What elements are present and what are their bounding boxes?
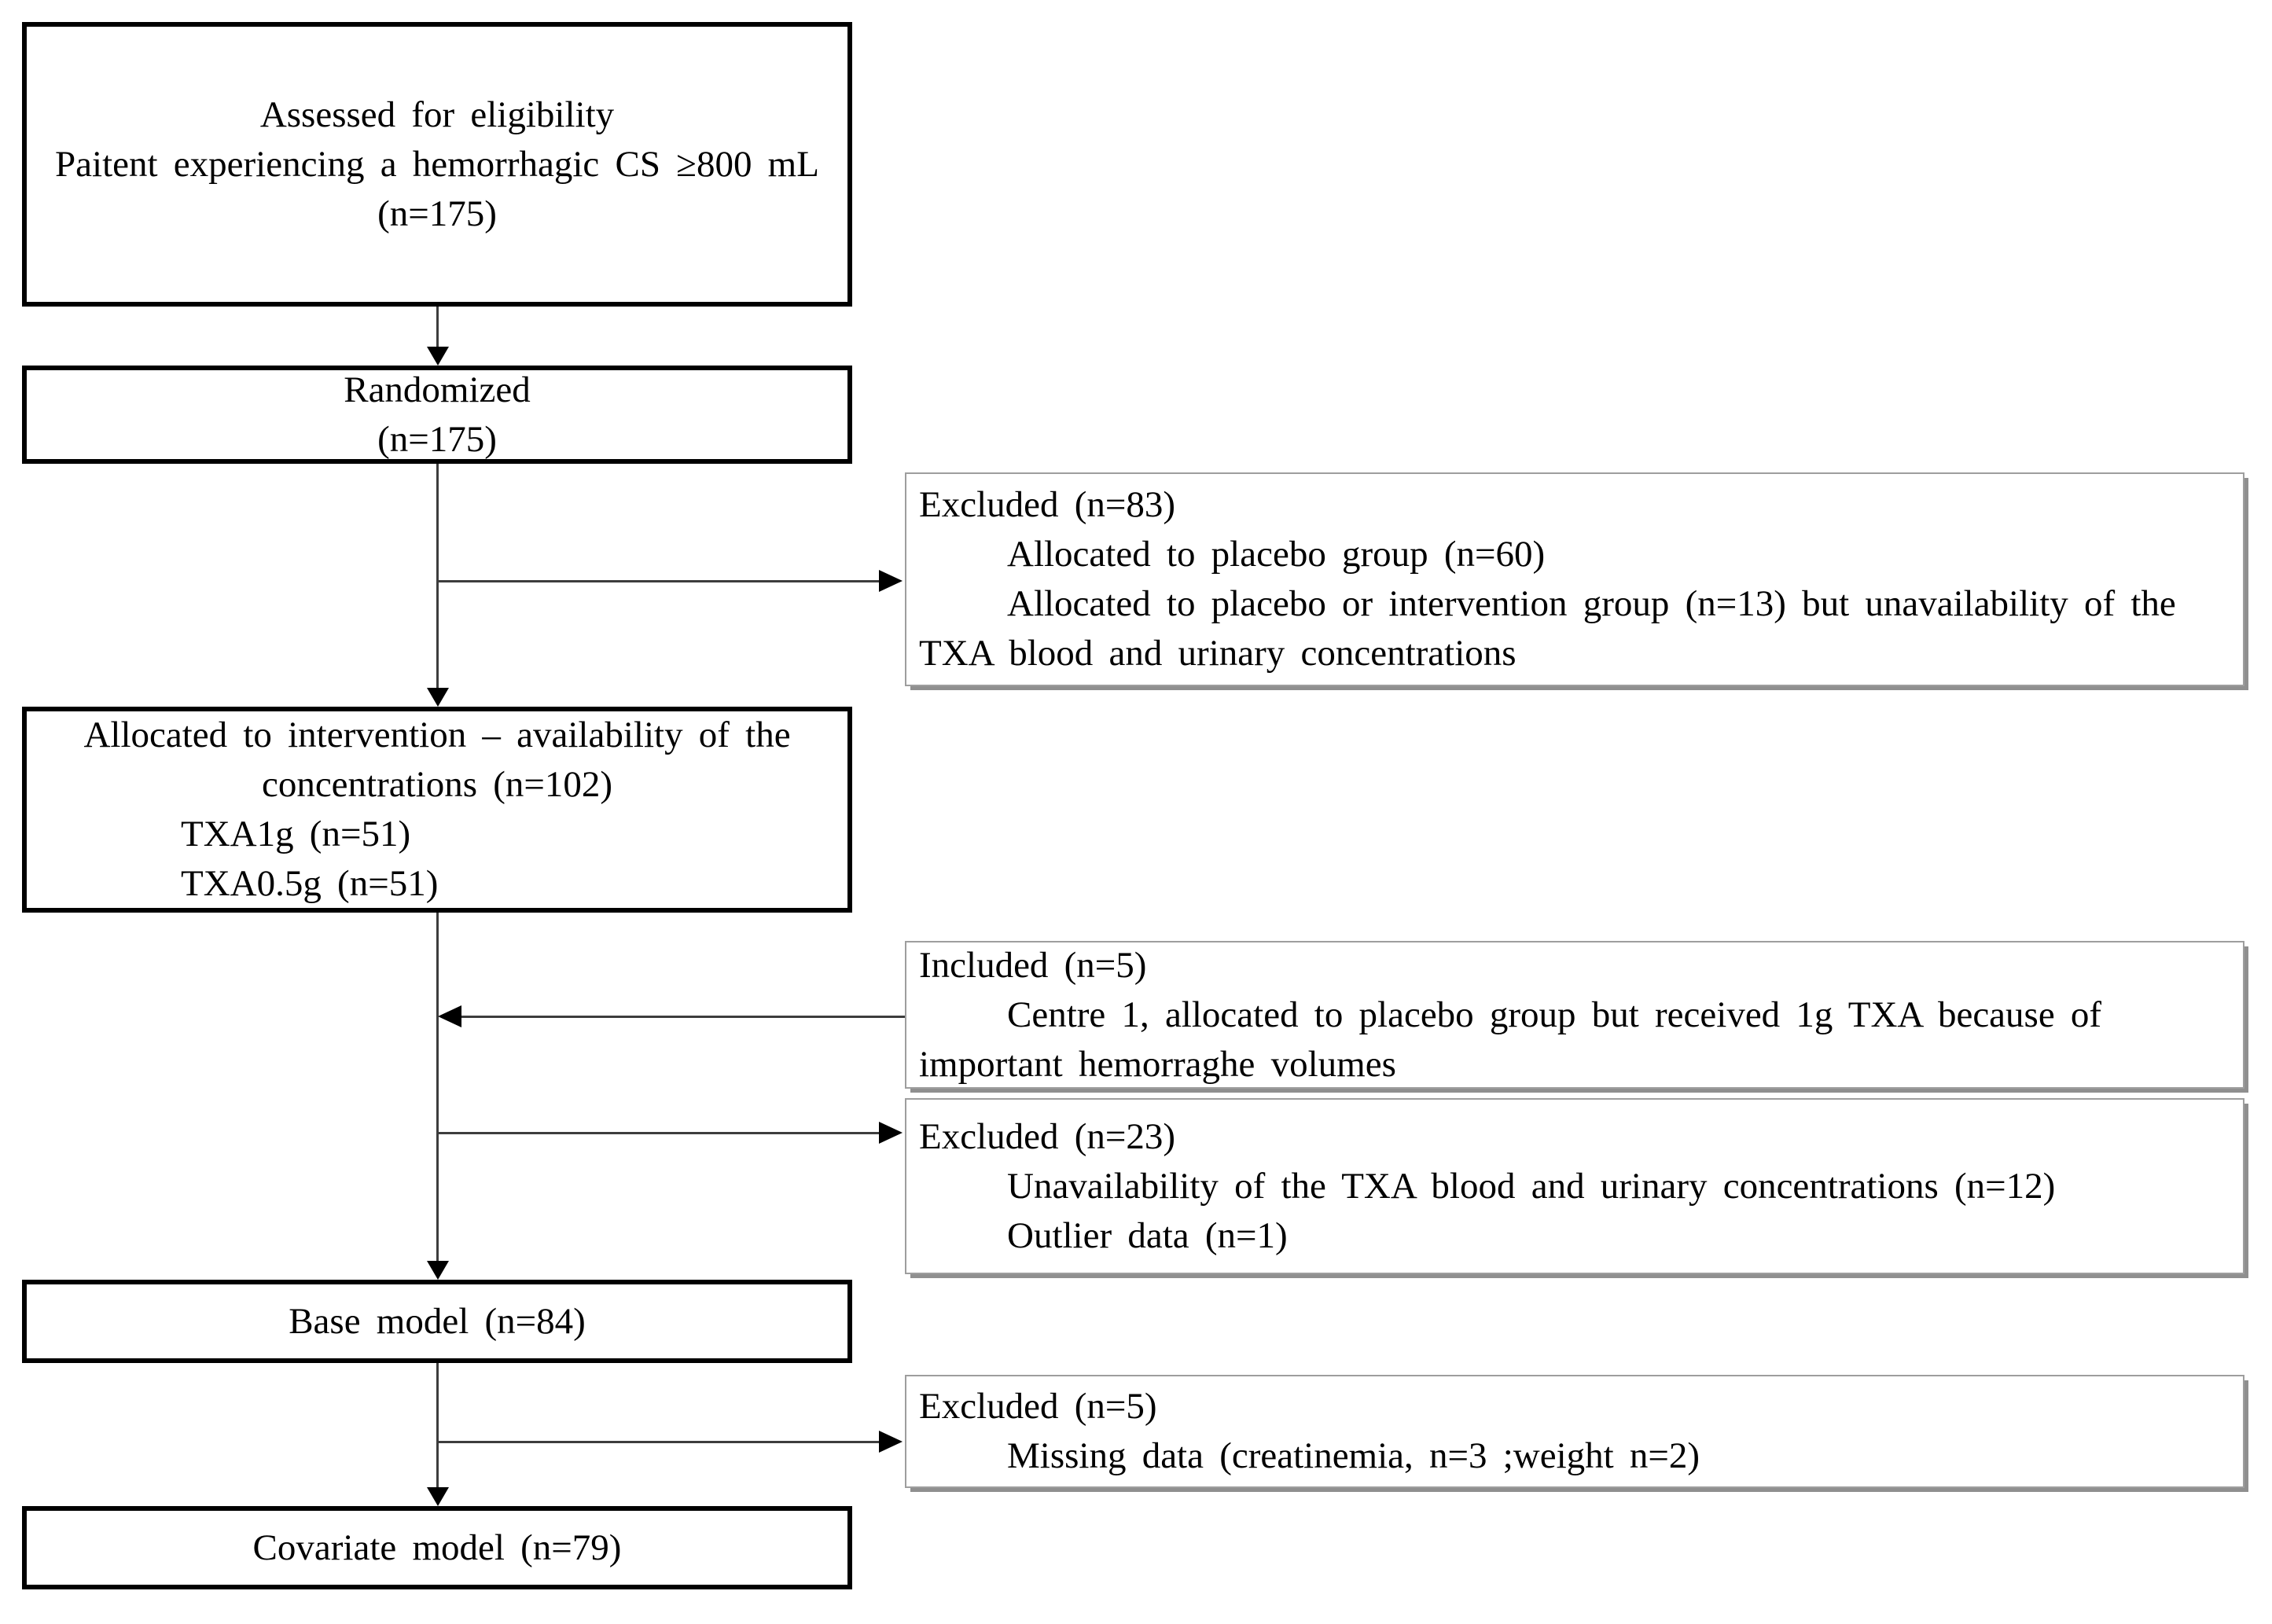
arrowhead-down-icon [427, 347, 449, 366]
box-excluded-before-covariate-model: Excluded (n=5) Missing data (creatinemia… [905, 1375, 2244, 1488]
box-covariate-model: Covariate model (n=79) [22, 1506, 852, 1589]
connector-assessed-to-randomized [436, 307, 439, 350]
box-base-model: Base model (n=84) [22, 1280, 852, 1363]
connector-base-to-covariate-model [436, 1363, 439, 1490]
arrowhead-right-icon [879, 570, 903, 592]
box-assessed-for-eligibility: Assessed for eligibility Paitent experie… [22, 22, 852, 307]
text-line: Excluded (n=23) [919, 1115, 1176, 1157]
text-line: (n=175) [377, 418, 497, 460]
text-line: Covariate model (n=79) [252, 1527, 622, 1568]
text-line: Excluded (n=5) [919, 1386, 1157, 1427]
connector-branch-excluded-23 [438, 1132, 880, 1134]
text-line: TXA0.5g (n=51) [181, 863, 439, 904]
connector-included-to-main-line [461, 1016, 905, 1018]
arrowhead-left-icon [438, 1005, 461, 1027]
connector-branch-excluded-83 [438, 580, 880, 582]
arrowhead-right-icon [879, 1122, 903, 1144]
text-line: Centre 1, allocated to placebo group but… [1007, 994, 2102, 1035]
arrowhead-down-icon [427, 688, 449, 707]
text-line: Missing data (creatinemia, n=3 ;weight n… [1007, 1435, 1700, 1476]
text-line: Outlier data (n=1) [1007, 1214, 1288, 1256]
text-line: TXA1g (n=51) [181, 814, 411, 854]
text-line: Allocated to placebo group (n=60) [1007, 534, 1546, 575]
text-line: important hemorraghe volumes [919, 1043, 1396, 1085]
arrowhead-right-icon [879, 1431, 903, 1453]
text-line: Assessed for eligibility [259, 94, 615, 135]
text-line: Paitent experiencing a hemorrhagic CS ≥8… [55, 143, 819, 185]
text-line: Unavailability of the TXA blood and urin… [1007, 1165, 2056, 1207]
text-line: concentrations (n=102) [261, 764, 613, 805]
text-line: Base model (n=84) [289, 1300, 586, 1342]
text-line: Allocated to placebo or intervention gro… [1007, 583, 2176, 624]
text-line: Excluded (n=83) [919, 484, 1176, 525]
text-line: Randomized [344, 369, 531, 410]
box-randomized: Randomized (n=175) [22, 366, 852, 464]
text-line: (n=175) [377, 193, 497, 234]
text-line: Allocated to intervention – availability… [83, 715, 791, 755]
box-allocated-to-intervention: Allocated to intervention – availability… [22, 707, 852, 913]
box-excluded-after-randomization: Excluded (n=83) Allocated to placebo gro… [905, 472, 2244, 686]
connector-branch-excluded-5 [438, 1441, 880, 1443]
arrowhead-down-icon [427, 1261, 449, 1280]
box-excluded-before-base-model: Excluded (n=23) Unavailability of the TX… [905, 1098, 2244, 1274]
connector-randomized-to-allocated [436, 464, 439, 692]
text-line: Included (n=5) [919, 944, 1147, 986]
arrowhead-down-icon [427, 1487, 449, 1506]
text-line: TXA blood and urinary concentrations [919, 633, 1517, 674]
box-included-centre1: Included (n=5) Centre 1, allocated to pl… [905, 941, 2244, 1089]
connector-allocated-to-base-model [436, 913, 439, 1264]
